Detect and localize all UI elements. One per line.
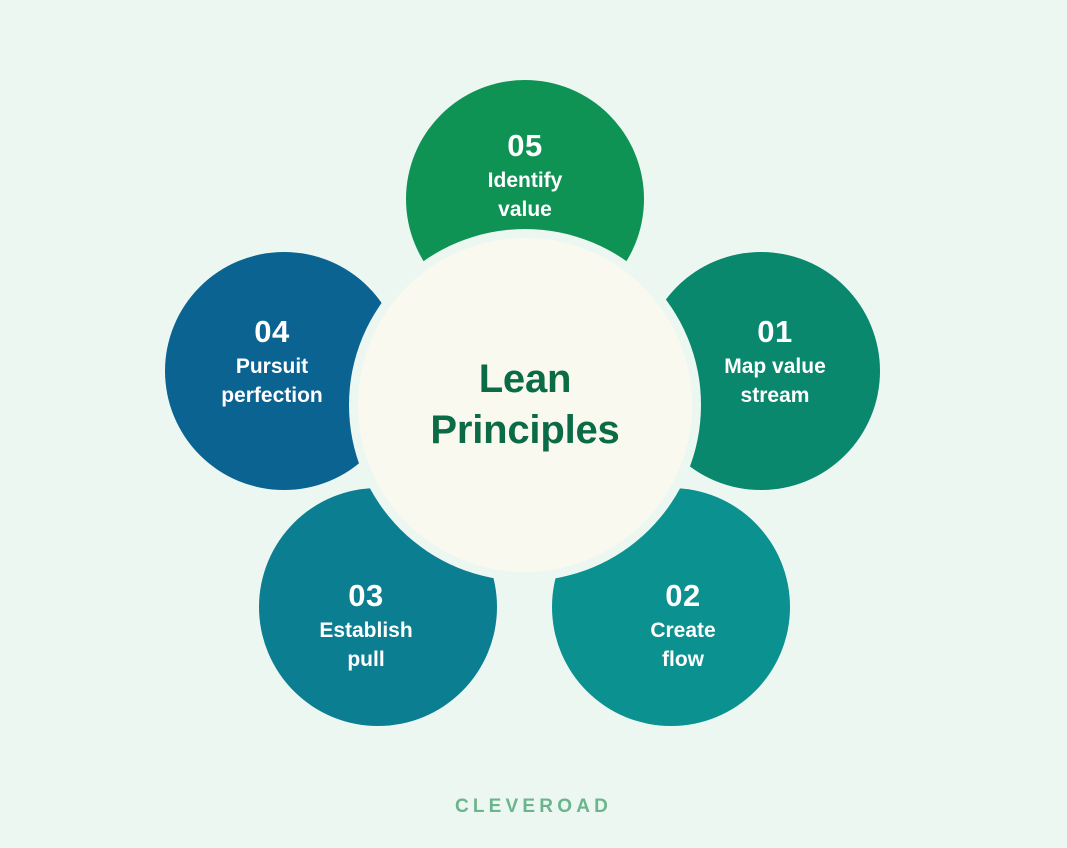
petal-04-number: 04 <box>254 313 290 349</box>
hub-title-line2: Principles <box>430 408 620 452</box>
cleveroad-logo: CLEVEROAD <box>454 796 613 817</box>
petal-03-label-line2: pull <box>347 647 385 671</box>
petal-05-number: 05 <box>507 127 543 163</box>
petal-05-label-line2: value <box>498 197 552 221</box>
petal-03-content: 03 Establish pull <box>319 577 412 674</box>
petal-02-label-line1: Create <box>650 619 716 643</box>
petal-01-label-line1: Map value <box>724 355 826 379</box>
petal-04-content: 04 Pursuit perfection <box>221 313 323 410</box>
petal-04-label-line2: perfection <box>221 383 323 407</box>
petal-03-label-line1: Establish <box>319 619 413 643</box>
petal-02-number: 02 <box>665 577 701 613</box>
petal-03-label: Establish pull <box>319 617 412 674</box>
petal-01-label-line2: stream <box>740 383 810 407</box>
center-hub: Lean Principles <box>358 238 692 572</box>
hub-title-line1: Lean <box>478 356 572 401</box>
petal-03-number: 03 <box>348 577 384 613</box>
petal-01-content: 01 Map value stream <box>724 313 826 410</box>
petal-05-label-line1: Identify <box>487 169 563 193</box>
petal-05-label: Identify value <box>488 167 563 224</box>
petal-04-label-line1: Pursuit <box>235 355 309 379</box>
petal-02-label: Create flow <box>650 617 715 674</box>
petal-02-label-line2: flow <box>662 647 704 671</box>
petal-01-label: Map value stream <box>724 353 826 410</box>
lean-principles-diagram: 05 Identify value 01 Map value stream 02 <box>165 80 880 726</box>
petal-04-label: Pursuit perfection <box>221 353 323 410</box>
petal-05-content: 05 Identify value <box>488 127 563 224</box>
petal-02-content: 02 Create flow <box>650 577 715 674</box>
petal-01-number: 01 <box>757 313 793 349</box>
footer: CLEVEROAD <box>0 796 1067 818</box>
page-title: Lean Principles <box>430 354 619 456</box>
